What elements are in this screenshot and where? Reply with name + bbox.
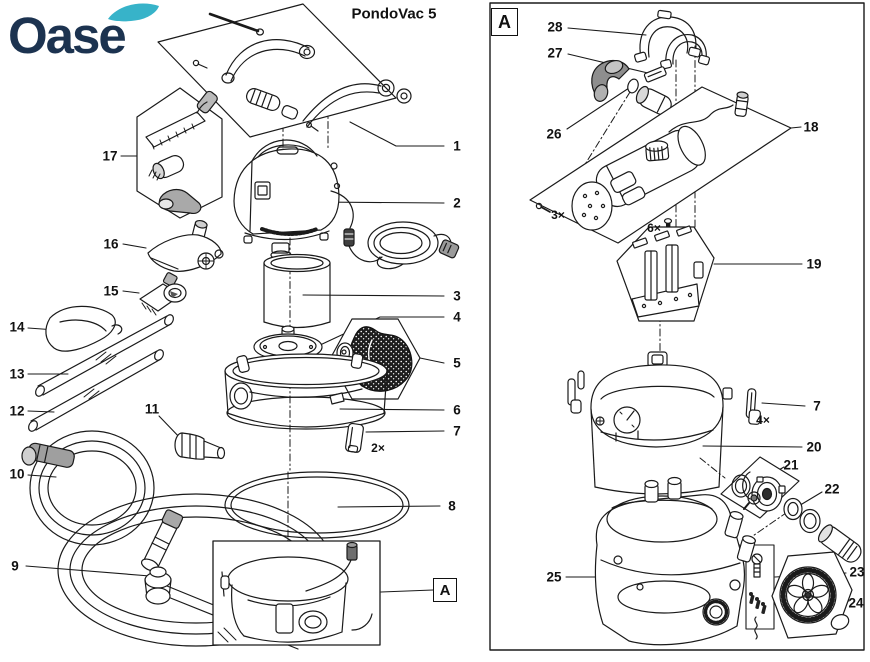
part-12-tube-drawing xyxy=(28,349,164,432)
callout-1: 1 xyxy=(453,138,461,154)
part-22-washers-drawing xyxy=(783,497,862,563)
callout-19: 19 xyxy=(806,256,822,272)
callout-18: 18 xyxy=(803,119,819,135)
quantity-4x-label: 4× xyxy=(756,413,770,427)
part-17-accessory-box-drawing xyxy=(136,87,223,219)
base-inset-drawing xyxy=(212,540,381,646)
callout-21: 21 xyxy=(783,457,799,473)
callout-10: 10 xyxy=(9,466,25,482)
part-26-elbow-drawing xyxy=(591,59,672,116)
callout-25: 25 xyxy=(546,569,562,585)
quantity-2x-label: 2× xyxy=(371,441,385,455)
part-2-motor-head-drawing xyxy=(233,139,341,260)
callout-14: 14 xyxy=(9,319,25,335)
callout-13: 13 xyxy=(9,366,25,382)
part-18-pump-panel-drawing xyxy=(529,86,792,244)
part-8-o-ring-drawing xyxy=(224,471,410,539)
callout-2: 2 xyxy=(453,195,461,211)
quantity-6x-label: 6× xyxy=(647,221,661,235)
section-ref-a-inset: A xyxy=(433,578,457,602)
part-14-cloth-drawing xyxy=(45,305,123,352)
part-24-wheel-box-drawing xyxy=(771,551,853,639)
callout-28: 28 xyxy=(547,19,563,35)
section-ref-a-panel: A xyxy=(491,8,518,36)
oase-logo-wave-icon xyxy=(108,3,159,22)
callout-17: 17 xyxy=(102,148,118,164)
callout-7-left: 7 xyxy=(453,423,461,439)
callout-4: 4 xyxy=(453,309,461,325)
panel-a-border xyxy=(489,2,865,651)
part-21-coupling-box-drawing xyxy=(720,456,800,519)
callout-16: 16 xyxy=(103,236,119,252)
oase-logo-text: Oase xyxy=(8,7,125,64)
callout-24: 24 xyxy=(848,595,864,611)
part-7-clip-right-drawing xyxy=(745,388,761,425)
callout-9: 9 xyxy=(11,558,19,574)
callout-27: 27 xyxy=(547,45,563,61)
callout-7-right: 7 xyxy=(813,398,821,414)
part-7-clip-left-drawing xyxy=(345,422,364,453)
callout-23: 23 xyxy=(849,564,865,580)
callout-15: 15 xyxy=(103,283,119,299)
callout-12: 12 xyxy=(9,403,25,419)
callout-6: 6 xyxy=(453,402,461,418)
part-3-filter-cartridge-drawing xyxy=(263,253,331,329)
page-title: PondoVac 5 xyxy=(351,5,437,23)
callout-5: 5 xyxy=(453,355,461,371)
part-19-bracket-box-drawing xyxy=(616,225,715,322)
part-10-suction-hose-drawing xyxy=(21,430,155,546)
callout-22: 22 xyxy=(824,481,840,497)
part-25-base-housing-drawing xyxy=(594,476,756,646)
callout-11: 11 xyxy=(144,401,160,417)
part-11-coupling-drawing xyxy=(174,432,226,460)
part-28-clamps-drawing xyxy=(634,9,711,70)
quantity-3x-label: 3× xyxy=(551,208,565,222)
callout-20: 20 xyxy=(806,439,822,455)
part-15-hand-brush-drawing xyxy=(139,272,187,316)
part-16-floor-nozzle-drawing xyxy=(147,219,224,272)
part-1-handle-assembly-drawing xyxy=(157,3,412,138)
callout-8: 8 xyxy=(448,498,456,514)
part-6-tank-mid-drawing xyxy=(224,349,388,430)
callout-3: 3 xyxy=(453,288,461,304)
part-13-tube-drawing xyxy=(35,314,174,397)
callout-26: 26 xyxy=(546,126,562,142)
part-20-tank-drawing xyxy=(567,351,733,495)
oase-logo: Oase xyxy=(8,2,178,71)
power-cord-drawing xyxy=(330,190,460,270)
part-27-bracket-plate-drawing xyxy=(643,66,667,83)
